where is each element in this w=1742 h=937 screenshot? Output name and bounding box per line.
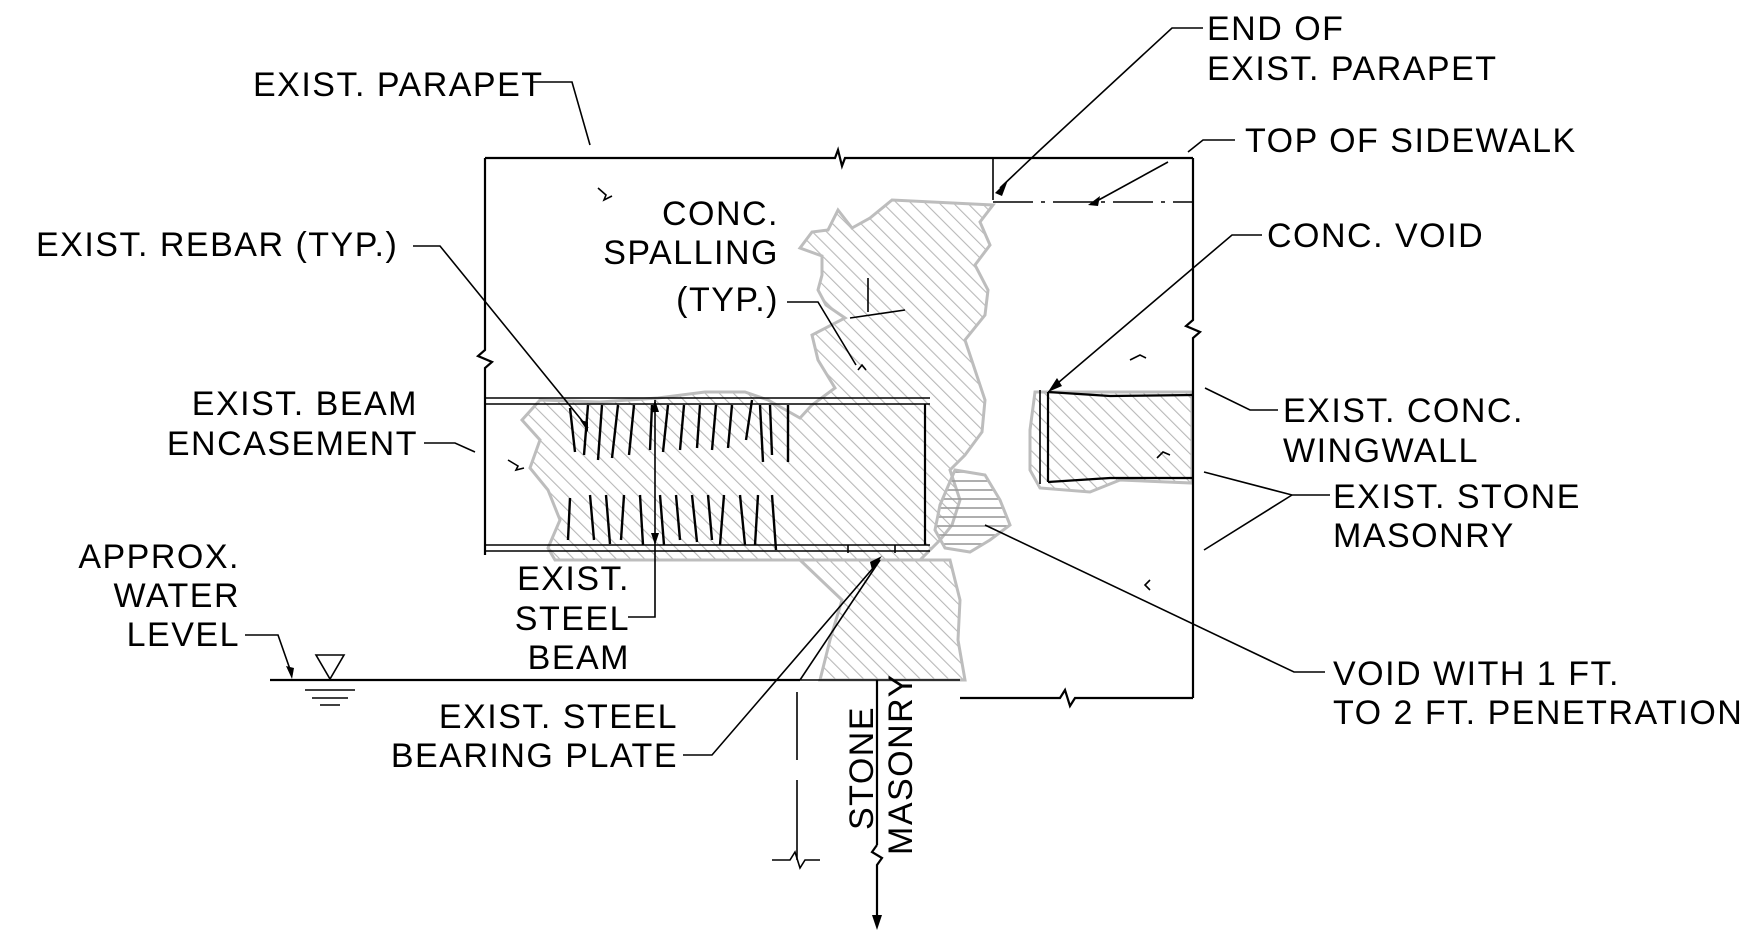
label-steel-beam-1: EXIST. (517, 560, 630, 598)
label-bearing-plate-1: EXIST. STEEL (439, 698, 678, 736)
steel-beam-web (651, 400, 659, 545)
label-stone-vertical-2: MASONRY (882, 673, 920, 855)
label-stone-vertical-1: STONE (843, 706, 881, 830)
break-marks (507, 187, 1171, 591)
leader-lines (245, 27, 1330, 756)
label-water-3: LEVEL (127, 616, 240, 654)
label-stone-masonry-2: MASONRY (1333, 517, 1515, 555)
exist-rebar-group (566, 399, 790, 551)
concrete-spalling-region (519, 198, 1194, 682)
drawing-labels: END OF EXIST. PARAPET EXIST. PARAPET TOP… (36, 10, 1742, 855)
beam-encasement (485, 397, 930, 553)
label-void-penetration-2: TO 2 FT. PENETRATION (1333, 694, 1742, 732)
label-exist-rebar: EXIST. REBAR (TYP.) (36, 226, 398, 264)
label-end-of-parapet-2: EXIST. PARAPET (1207, 50, 1498, 88)
label-exist-parapet: EXIST. PARAPET (253, 66, 544, 104)
label-conc-spalling-1: CONC. (662, 195, 779, 233)
label-void-penetration-1: VOID WITH 1 FT. (1333, 655, 1620, 693)
label-water-2: WATER (114, 577, 240, 615)
label-top-of-sidewalk: TOP OF SIDEWALK (1245, 122, 1577, 160)
label-wingwall-2: WINGWALL (1283, 432, 1479, 470)
label-steel-beam-3: BEAM (528, 639, 630, 677)
label-conc-spalling-2: SPALLING (603, 234, 779, 272)
label-conc-void: CONC. VOID (1267, 217, 1484, 255)
water-level-line (270, 654, 960, 706)
label-wingwall-1: EXIST. CONC. (1283, 392, 1524, 430)
label-exist-beam-1: EXIST. BEAM (192, 385, 418, 423)
label-exist-beam-2: ENCASEMENT (167, 425, 418, 463)
label-conc-spalling-3: (TYP.) (676, 281, 779, 319)
label-steel-beam-2: STEEL (515, 600, 630, 638)
label-water-1: APPROX. (78, 538, 240, 576)
label-bearing-plate-2: BEARING PLATE (391, 737, 678, 775)
structure-outline (475, 146, 1203, 709)
foundation-lines (772, 680, 884, 930)
label-stone-masonry-1: EXIST. STONE (1333, 478, 1581, 516)
label-end-of-parapet-1: END OF (1207, 10, 1344, 48)
